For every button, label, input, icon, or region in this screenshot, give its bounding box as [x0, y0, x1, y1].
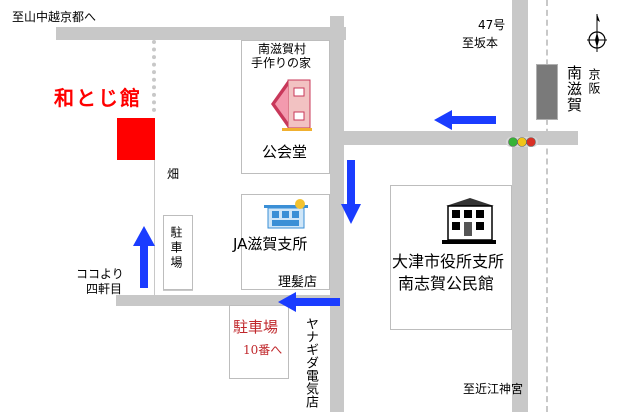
traffic-light-icon	[505, 134, 539, 150]
watojikan-label: 和とじ館	[54, 86, 142, 110]
direction-to-sakamoto: 至坂本	[462, 36, 499, 50]
lane-line-2	[163, 290, 193, 291]
road-cross-horizontal	[330, 131, 578, 145]
watojikan-marker	[117, 118, 155, 160]
compass-rose-icon	[583, 12, 611, 54]
office-building-icon	[440, 196, 498, 246]
block-handmade-house	[241, 40, 330, 174]
route-47-label: 47号	[478, 18, 506, 32]
direction-to-omijingu: 至近江神宮	[463, 382, 524, 396]
footpath-dotted	[152, 40, 160, 112]
line-name-label: 京阪	[587, 68, 601, 96]
kominkan-label: 公会堂	[262, 143, 308, 161]
road-route-47	[512, 0, 528, 412]
station-icon	[536, 64, 558, 120]
from-here-line1: ココより	[76, 267, 124, 281]
block-city-office	[390, 185, 512, 330]
house-icon	[268, 76, 314, 132]
arrow-up-icon	[133, 226, 155, 288]
direction-to-yamanaka: 至山中越京都へ	[12, 10, 97, 24]
handmade-house-line2: 手作りの家	[251, 56, 312, 70]
block-parking-small	[163, 215, 193, 290]
ja-branch-label: JA滋賀支所	[233, 235, 308, 253]
city-office-line1: 大津市役所支所	[392, 252, 505, 271]
parking-main-note: 10番へ	[243, 343, 283, 357]
yanagida-denki-label: ヤナギダ電気店	[303, 317, 318, 408]
station-name-label: 南滋賀	[565, 65, 583, 113]
parking-main-label: 駐車場	[233, 318, 279, 336]
road-top	[56, 27, 346, 40]
arrow-down-icon	[341, 160, 361, 224]
parking-small-label: 駐車場	[169, 226, 183, 271]
road-bottom-horizontal	[116, 295, 344, 306]
from-here-line2: 四軒目	[86, 282, 123, 296]
road-main-vertical	[330, 16, 344, 412]
arrow-left-bottom-icon	[278, 292, 340, 312]
railway-track	[546, 0, 548, 412]
block-parking-main	[229, 305, 289, 379]
ja-building-icon	[262, 198, 310, 230]
barber-label: 理髪店	[278, 275, 318, 290]
field-label: 畑	[167, 167, 180, 181]
city-office-line2: 南志賀公民館	[398, 274, 495, 293]
handmade-house-line1: 南滋賀村	[258, 42, 307, 56]
block-ja	[241, 194, 330, 290]
lane-line	[154, 160, 155, 295]
arrow-left-top-icon	[434, 110, 496, 130]
